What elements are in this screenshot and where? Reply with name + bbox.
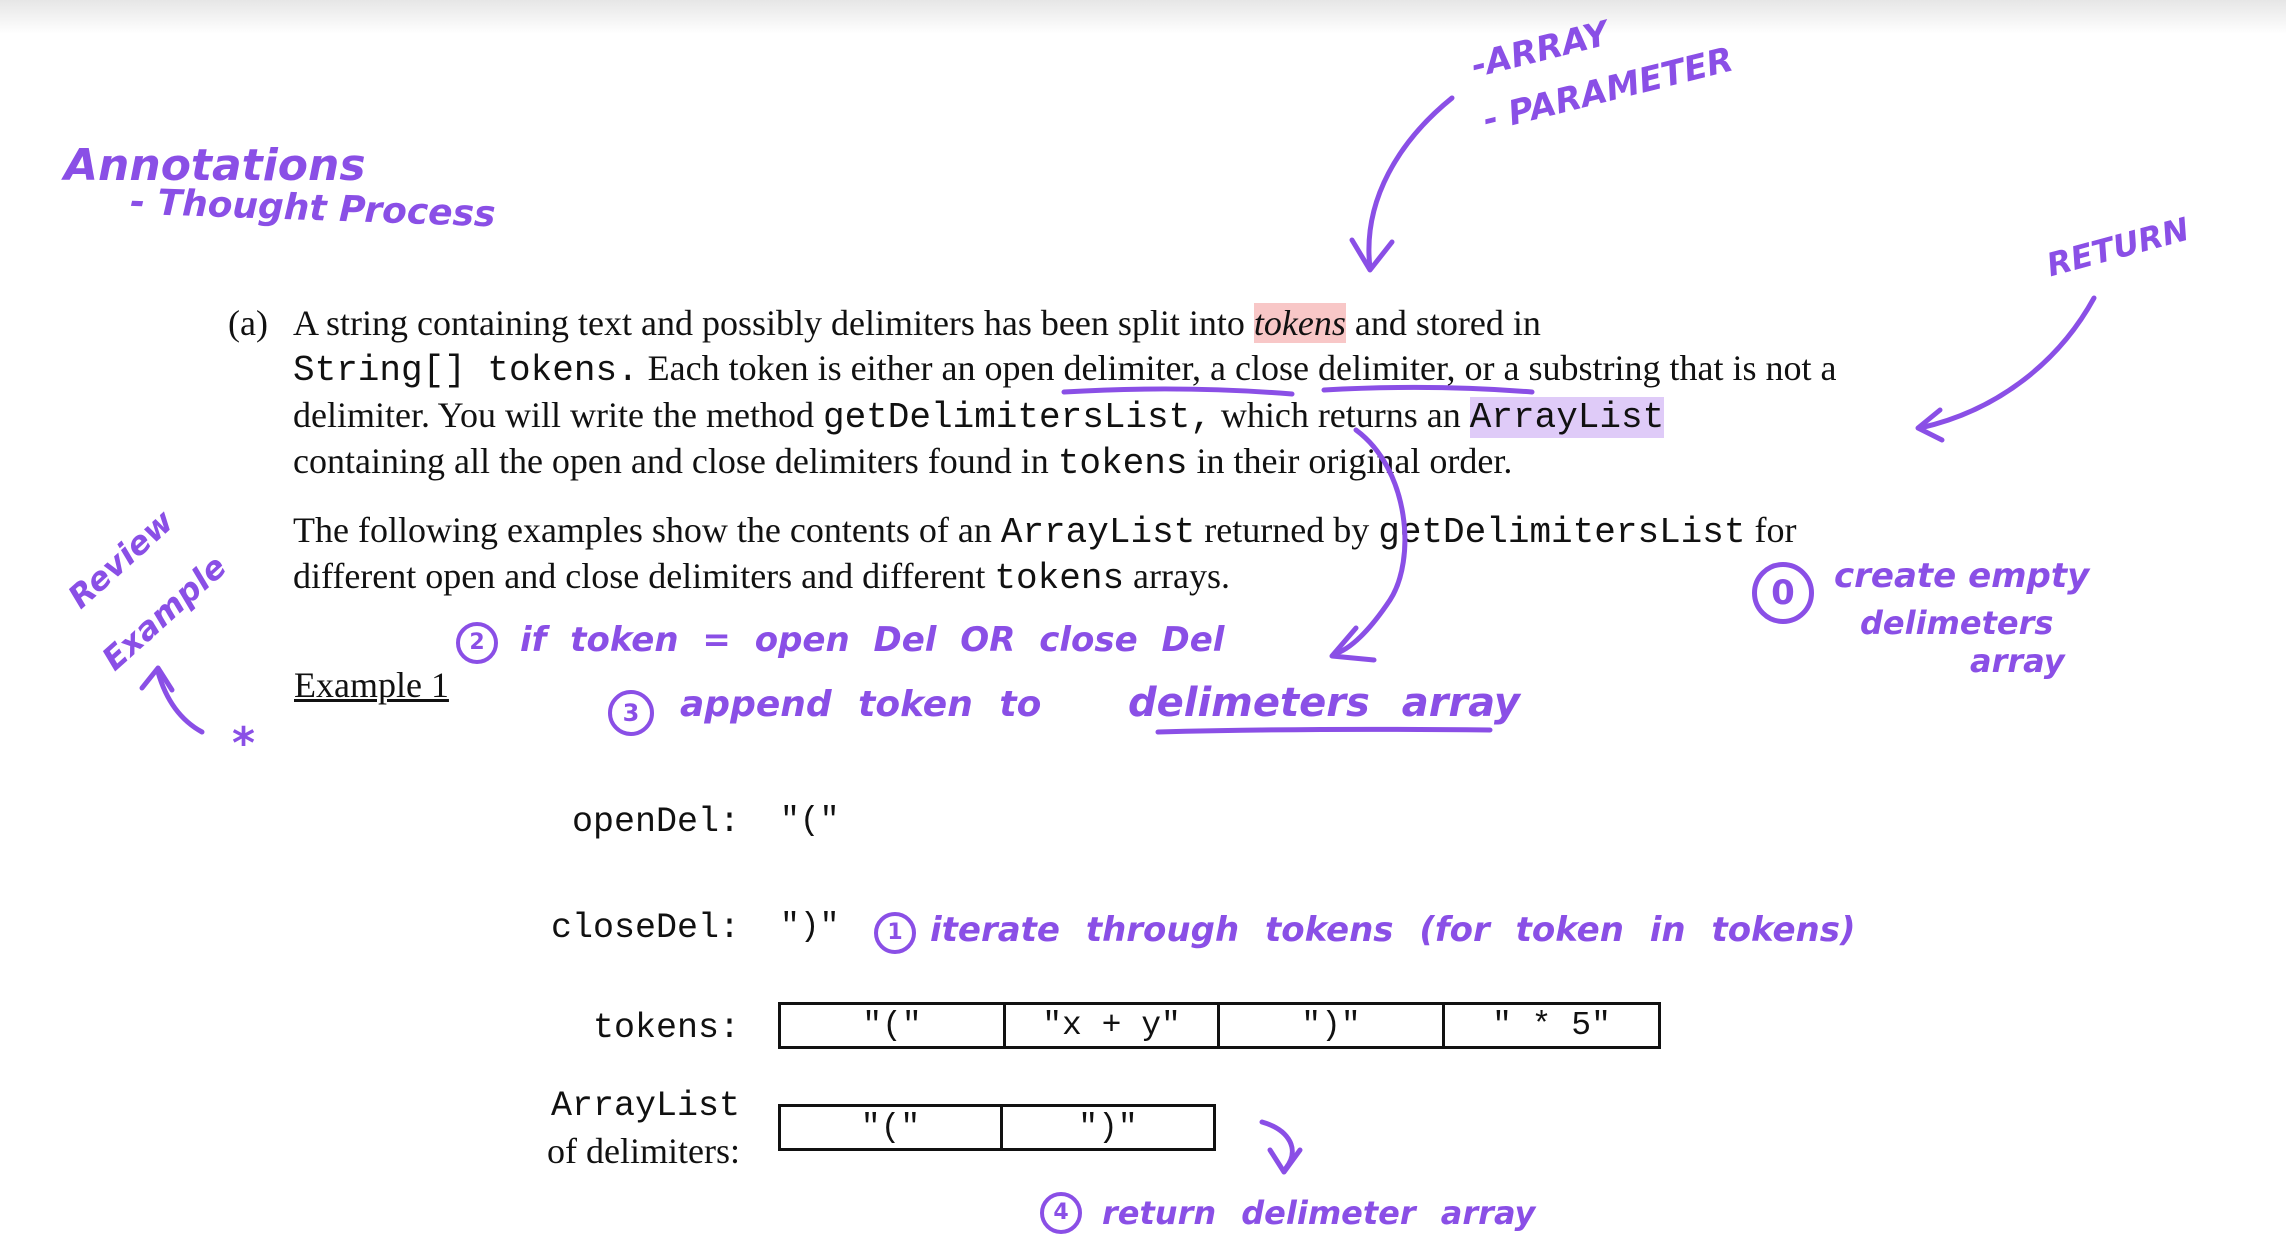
arrow-to-tokens <box>1366 95 1455 271</box>
method-name-code-2: getDelimitersList <box>1378 512 1746 553</box>
step1-number-circle: 1 <box>874 912 916 954</box>
open-delimiter-phrase: open delimiter <box>984 348 1193 388</box>
tokens-code-2: tokens <box>994 558 1125 599</box>
delimiter-cell: "(" <box>781 1107 1003 1148</box>
step2-number: 2 <box>469 630 485 655</box>
step1-number: 1 <box>887 920 903 945</box>
step3-text: append token to <box>680 684 1042 725</box>
step0-line2: delimeters <box>1860 604 2054 642</box>
close-del-label: closeDel: <box>550 908 740 948</box>
arraylist-code: ArrayList <box>1469 397 1665 438</box>
review-arrow-head <box>139 665 175 693</box>
token-cell: "x + y" <box>1006 1005 1220 1046</box>
scan-top-shadow <box>0 0 2286 34</box>
arrow-to-tokens-head <box>1349 237 1395 273</box>
step0-line3: array <box>1970 642 2065 680</box>
paragraph2-line2: different open and close delimiters and … <box>293 553 1230 602</box>
open-del-value: "(" <box>780 802 840 839</box>
underline-delimeters-array <box>1155 726 1493 735</box>
arraylist-label-2: of delimiters: <box>547 1131 740 1171</box>
p1-l4-text-b: in their original order. <box>1187 441 1513 481</box>
p2-l1-text-b: returned by <box>1195 510 1379 550</box>
open-del-label: openDel: <box>571 802 740 842</box>
tokens-label: tokens: <box>592 1008 740 1048</box>
step0-number-circle: 0 <box>1752 562 1814 624</box>
arraylist-label-1: ArrayList <box>550 1086 740 1126</box>
step0-line1: create empty <box>1834 556 2090 596</box>
review-arrow <box>155 669 205 735</box>
method-name-code: getDelimitersList, <box>822 397 1212 438</box>
string-array-code: String[] tokens. <box>293 350 639 391</box>
paragraph1-line3: delimiter. You will write the method get… <box>293 392 1665 441</box>
p1-l1-text-b: and stored in <box>1345 303 1541 343</box>
p1-l4-text-a: containing all the open and close delimi… <box>293 441 1058 481</box>
step2-number-circle: 2 <box>456 622 498 664</box>
token-cell: ")" <box>1220 1005 1445 1046</box>
paragraph1-line2: String[] tokens. Each token is either an… <box>293 345 1836 394</box>
step3-number-circle: 3 <box>608 690 654 736</box>
tokens-italic: tokens <box>1253 303 1346 343</box>
down-return-arrow-head <box>1267 1147 1303 1175</box>
step2-text: if token = open Del OR close Del <box>520 620 1225 660</box>
tokens-array: "(" "x + y" ")" " * 5" <box>778 1002 1661 1049</box>
loop-arrow <box>1331 427 1408 657</box>
delimiters-array: "(" ")" <box>778 1104 1216 1151</box>
annotation-star: * <box>232 718 256 769</box>
delimiter-cell: ")" <box>1078 1109 1138 1146</box>
step3-target: delimeters array <box>1128 680 1520 726</box>
arraylist-code-2: ArrayList <box>1000 512 1196 553</box>
p1-l2-text-a: Each token is either an <box>638 348 985 388</box>
step4-text: return delimeter array <box>1102 1194 1536 1232</box>
step3-number: 3 <box>622 699 640 727</box>
annotation-title: Annotations <box>64 140 366 191</box>
arrow-to-arraylist <box>1917 295 2097 431</box>
p1-l1-text-a: A string containing text and possibly de… <box>293 303 1254 343</box>
arrow-to-arraylist-head <box>1915 407 1945 443</box>
tokens-code: tokens <box>1057 443 1188 484</box>
part-label: (a) <box>228 303 268 343</box>
p1-l3-text-b: which returns an <box>1211 395 1470 435</box>
paragraph1-line4: containing all the open and close delimi… <box>293 438 1512 487</box>
step0-number: 0 <box>1771 573 1795 613</box>
step4-number-circle: 4 <box>1040 1192 1082 1234</box>
loop-arrow-head <box>1329 625 1377 663</box>
p1-l2-text-c: , or a substring that is not a <box>1446 348 1837 388</box>
p2-l1-text-a: The following examples show the contents… <box>293 510 1001 550</box>
close-del-value: ")" <box>780 908 840 945</box>
token-cell: " * 5" <box>1492 1007 1611 1044</box>
paragraph1-line1: A string containing text and possibly de… <box>293 300 1541 346</box>
p1-l2-text-b: , a <box>1192 348 1236 388</box>
step1-text: iterate through tokens (for token in tok… <box>930 910 1856 950</box>
underline-open-delimiter <box>1061 386 1295 397</box>
p2-l2-text-a: different open and close delimiters and … <box>293 556 995 596</box>
p1-l3-text-a: delimiter. You will write the method <box>293 395 823 435</box>
underline-close-delimiter <box>1321 384 1535 395</box>
p2-l2-text-b: arrays. <box>1124 556 1230 596</box>
token-cell: "(" <box>781 1005 1006 1046</box>
example-heading: Example 1 <box>294 665 449 705</box>
paragraph2-line1: The following examples show the contents… <box>293 507 1796 556</box>
close-delimiter-phrase: close delimiter <box>1235 348 1447 388</box>
p2-l1-text-c: for <box>1745 510 1797 550</box>
step4-number: 4 <box>1053 1200 1069 1225</box>
